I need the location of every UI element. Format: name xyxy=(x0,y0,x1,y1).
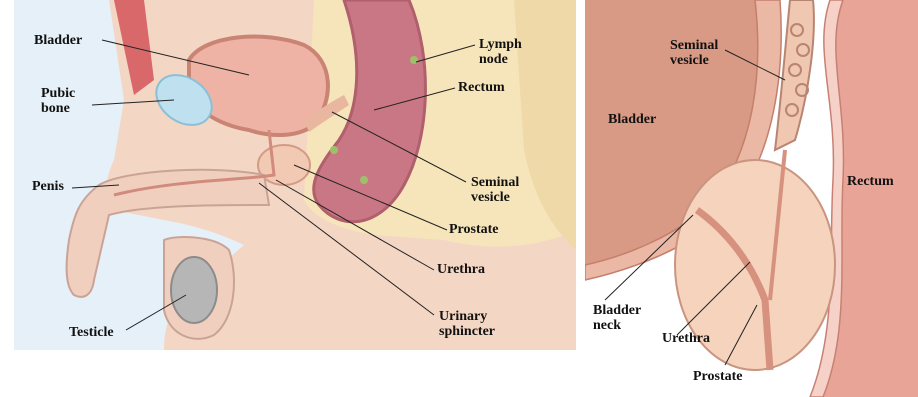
sagittal-anatomy-panel: Bladder Pubic bone Penis Testicle Lymph … xyxy=(14,0,576,350)
label-testicle: Testicle xyxy=(69,325,114,340)
label-prostate: Prostate xyxy=(693,369,743,384)
testicle-shape xyxy=(171,257,217,323)
label-urinary-sphincter: Urinary sphincter xyxy=(439,309,495,339)
lymph-node-dot xyxy=(330,146,338,154)
label-penis: Penis xyxy=(32,179,64,194)
label-bladder: Bladder xyxy=(34,33,82,48)
label-urethra: Urethra xyxy=(662,331,710,346)
label-bladder: Bladder xyxy=(608,112,656,127)
prostate-shape xyxy=(258,145,310,185)
label-seminal-vesicle: Seminal vesicle xyxy=(471,175,519,205)
lymph-node-dot xyxy=(360,176,368,184)
lymph-node-dot xyxy=(410,56,418,64)
label-prostate: Prostate xyxy=(449,222,499,237)
label-pubic-bone: Pubic bone xyxy=(41,86,75,116)
label-rectum: Rectum xyxy=(458,80,505,95)
label-urethra: Urethra xyxy=(437,262,485,277)
label-lymph-node: Lymph node xyxy=(479,37,522,67)
closeup-anatomy-panel: Seminal vesicle Bladder Rectum Bladder n… xyxy=(585,0,918,397)
closeup-illustration xyxy=(585,0,918,397)
label-seminal-vesicle: Seminal vesicle xyxy=(670,38,718,68)
label-rectum: Rectum xyxy=(847,174,894,189)
label-bladder-neck: Bladder neck xyxy=(593,303,641,333)
